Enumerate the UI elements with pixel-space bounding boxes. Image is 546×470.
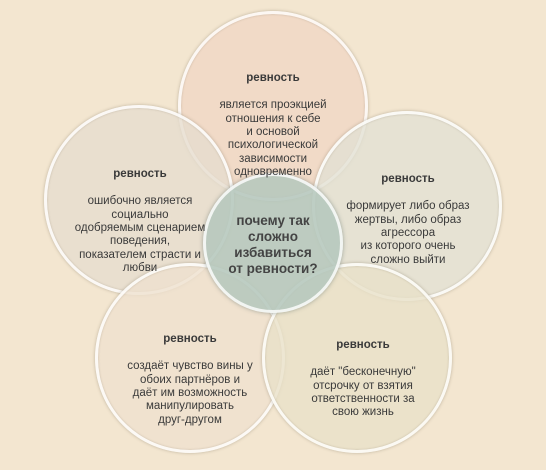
petal-text-top: ревность является проэкцией отношения к … bbox=[193, 59, 353, 180]
center-question: почему так сложно избавиться от ревности… bbox=[228, 213, 318, 276]
petal-body: формирует либо образ жертвы, либо образ … bbox=[346, 200, 470, 266]
petal-heading: ревность bbox=[113, 168, 167, 181]
petal-text-left: ревность ошибочно является социально одо… bbox=[60, 155, 220, 276]
petal-heading: ревность bbox=[336, 339, 390, 352]
petal-body: ошибочно является социально одобряемым с… bbox=[74, 195, 206, 275]
petal-heading: ревность bbox=[163, 333, 217, 346]
petal-text-bottom-right: ревность даёт "бесконечную" отсрочку от … bbox=[283, 326, 443, 420]
petal-body: даёт "бесконечную" отсрочку от взятия от… bbox=[310, 366, 416, 419]
petal-text-bottom-left: ревность создаёт чувство вины у обоих па… bbox=[110, 320, 270, 427]
petal-heading: ревность bbox=[246, 72, 300, 85]
petal-body: создаёт чувство вины у обоих партнёров и… bbox=[127, 360, 253, 426]
petal-text-right: ревность формирует либо образ жертвы, ли… bbox=[328, 160, 488, 267]
petal-body: является проэкцией отношения к себе и ос… bbox=[219, 99, 327, 179]
center-circle bbox=[203, 173, 343, 313]
petal-heading: ревность bbox=[381, 173, 435, 186]
